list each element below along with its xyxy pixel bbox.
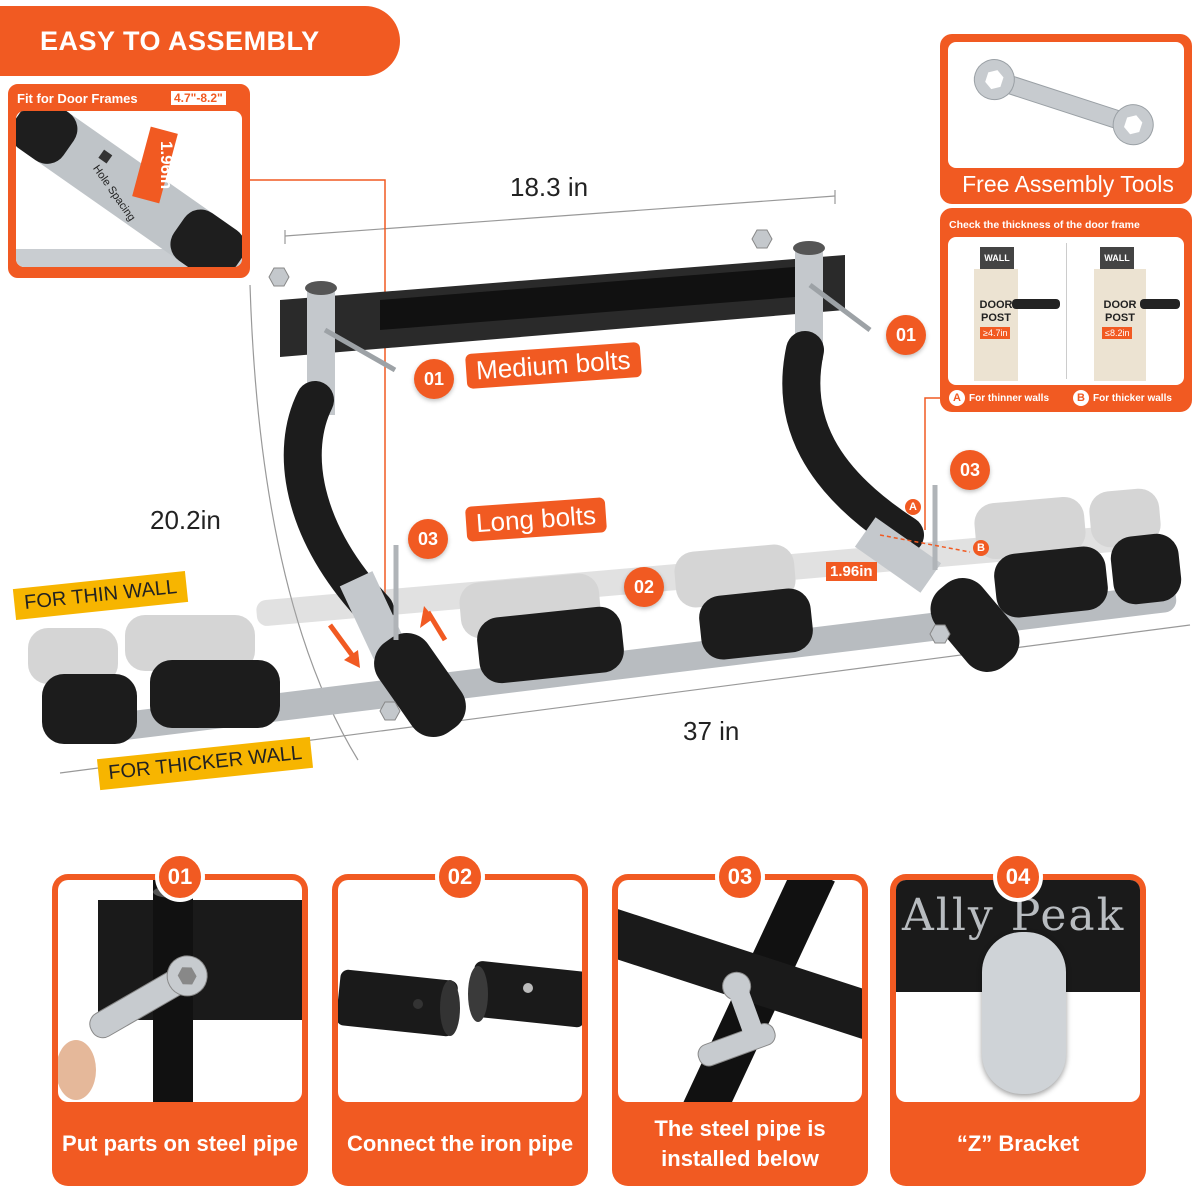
step-3-number: 03	[715, 852, 765, 902]
step-1-number: 01	[155, 852, 205, 902]
caption-b: For thicker walls	[1093, 392, 1172, 404]
tools-label: Free Assembly Tools	[962, 171, 1174, 197]
step-2-photo	[338, 880, 582, 1102]
width-top-label: 18.3 in	[510, 172, 589, 202]
length-label: 37 in	[683, 716, 740, 746]
step-3-photo	[618, 880, 862, 1102]
point-a: A	[905, 499, 921, 515]
letter-b: B	[1073, 390, 1089, 406]
callout-medium-num: 01	[414, 359, 454, 399]
wrench-image	[948, 42, 1184, 168]
step-card-1: Put parts on steel pipe	[52, 874, 308, 1186]
legend-b: B For thicker walls	[1073, 390, 1172, 406]
point-b: B	[973, 540, 989, 556]
pullup-bar-illustration	[28, 179, 1191, 774]
step-4-photo: Ally Peak	[896, 880, 1140, 1102]
door-post-b: DOOR POST	[1103, 299, 1137, 324]
wall-label-a: WALL	[980, 247, 1014, 269]
letter-a: A	[949, 390, 965, 406]
callout-03-right: 03	[950, 450, 990, 490]
step-4-caption: “Z” Bracket	[956, 1131, 1080, 1156]
wall-label-b: WALL	[1100, 247, 1134, 269]
size-a: ≥4.7in	[980, 327, 1011, 339]
door-frame-range: 4.7"-8.2"	[171, 91, 226, 105]
callout-01-right: 01	[886, 315, 926, 355]
legend-a: A For thinner walls	[949, 390, 1049, 406]
thickness-title: Check the thickness of the door frame	[949, 219, 1140, 231]
tools-panel: Free Assembly Tools	[940, 34, 1192, 204]
size-b: ≤8.2in	[1102, 327, 1133, 339]
door-frame-title: Fit for Door Frames	[17, 91, 138, 106]
step-4-number: 04	[993, 852, 1043, 902]
callout-long-num: 03	[408, 519, 448, 559]
step-card-4: Ally Peak “Z” Bracket	[890, 874, 1146, 1186]
step-1-photo	[58, 880, 302, 1102]
pipe-closeup-image: 1.96in Hole Spacing	[16, 111, 242, 267]
door-frame-panel: Fit for Door Frames 4.7"-8.2" 1.96in Hol…	[8, 84, 250, 278]
step-2-number: 02	[435, 852, 485, 902]
caption-a: For thinner walls	[969, 392, 1050, 404]
thickness-panel: Check the thickness of the door frame WA…	[940, 208, 1192, 412]
depth-label: 20.2in	[150, 505, 221, 535]
step-card-3: The steel pipe is installed below	[612, 874, 868, 1186]
step-2-caption: Connect the iron pipe	[346, 1131, 574, 1156]
hole-spacing-tag: 1.96in	[826, 562, 877, 581]
thick-wall-diagram: WALL DOOR POST ≤8.2in	[1074, 241, 1182, 381]
thickness-diagram: WALL DOOR POST ≥4.7in WALL DOOR POST ≤8.…	[948, 237, 1184, 385]
door-post-a: DOOR POST	[979, 299, 1013, 324]
header-banner: EASY TO ASSEMBLY	[0, 6, 400, 76]
header-title: EASY TO ASSEMBLY	[40, 25, 320, 56]
thin-wall-diagram: WALL DOOR POST ≥4.7in	[954, 241, 1062, 381]
step-1-caption: Put parts on steel pipe	[62, 1131, 298, 1156]
z-bracket	[982, 932, 1066, 1094]
callout-02: 02	[624, 567, 664, 607]
step-3-caption: The steel pipe is installed below	[654, 1116, 826, 1171]
step-card-2: Connect the iron pipe	[332, 874, 588, 1186]
